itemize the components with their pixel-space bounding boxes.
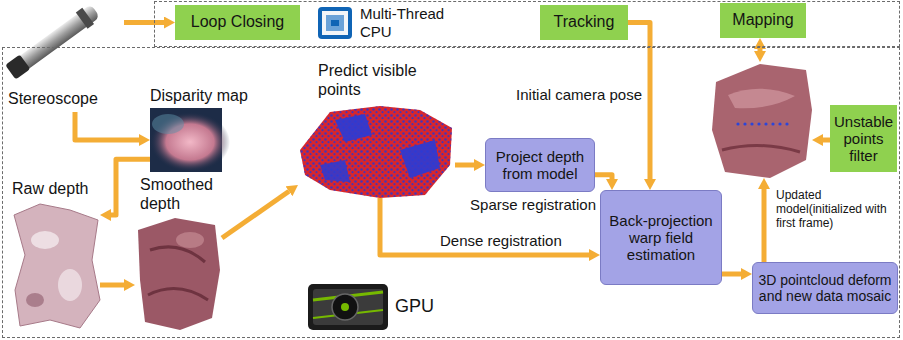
process-box: Mapping — [720, 3, 806, 38]
gpu-hub — [341, 303, 349, 311]
hidden-points — [335, 114, 372, 142]
chip-core — [326, 15, 344, 31]
panel-caption: Raw depth — [12, 180, 112, 199]
flow-arrow — [222, 191, 289, 238]
gpu-body — [308, 284, 388, 330]
image-panel: Smoothed depth — [135, 216, 222, 330]
dot — [743, 122, 746, 125]
visible-points — [300, 106, 452, 198]
panel-caption: Disparity map — [150, 87, 270, 106]
image-panel: Predict visible points — [298, 105, 455, 198]
gpu-icon — [308, 284, 388, 330]
flow-arrow — [823, 138, 830, 143]
dot — [736, 122, 739, 125]
chip-body — [318, 7, 352, 39]
panel-caption: Predict visible points — [318, 62, 430, 100]
depth-patch — [58, 269, 82, 301]
panel-caption: Stereoscope — [8, 90, 118, 109]
dot — [764, 122, 767, 125]
smoothed-depth-image — [138, 218, 220, 330]
flow-arrow — [595, 175, 612, 179]
flow-arrow — [762, 189, 767, 262]
process-box: Tracking — [540, 5, 628, 40]
dot — [757, 122, 760, 125]
flow-arrow — [455, 163, 474, 168]
hidden-points — [320, 160, 350, 182]
flow-arrow — [75, 112, 139, 140]
process-box: Loop Closing — [175, 5, 300, 40]
processing-region: Disparity mapPredict visible pointsProje… — [3, 48, 899, 337]
box-label: Loop Closing — [179, 13, 296, 31]
pointcloud-image — [300, 106, 452, 198]
box-label: Unstable points filter — [834, 113, 893, 165]
box-label: 3D pointcloud deform and new data mosaic — [757, 272, 893, 304]
image-patch — [152, 114, 184, 134]
flow-arrow — [722, 272, 741, 277]
panel-caption: Updated model(initialized with first fra… — [776, 188, 898, 230]
tissue-dots — [736, 122, 788, 125]
flow-arrow — [100, 283, 124, 288]
gpu-fan — [332, 294, 358, 320]
depth-patch — [26, 293, 44, 307]
tissue-fold — [722, 145, 800, 152]
edge-label: Dense registration — [440, 232, 590, 249]
depth-patch — [31, 231, 59, 249]
edge-label: Sparse registration — [456, 196, 596, 213]
region-label: GPU — [395, 296, 455, 317]
flow-arrow — [758, 49, 763, 51]
raw-depth-image — [14, 204, 100, 328]
processing-region: Loop Closing Tracking Mapping Multi-Thread … — [155, 2, 899, 46]
image-panel: Stereoscope — [0, 0, 124, 112]
image-glow — [150, 112, 230, 172]
process-box: Back-projection warp field estimation — [600, 190, 722, 285]
edge-label: Initial camera pose — [502, 86, 642, 103]
image-panel: Raw depth — [10, 200, 100, 330]
dot — [778, 122, 781, 125]
hidden-points — [400, 140, 440, 178]
tissue-surface — [712, 64, 812, 178]
depth-surface — [138, 218, 220, 330]
tissue-model-image — [712, 64, 812, 178]
region-label: Multi-Thread CPU — [360, 5, 452, 40]
process-box: Unstable points filter — [830, 105, 897, 172]
box-label: Back-projection warp field estimation — [605, 212, 717, 264]
box-label: Tracking — [544, 13, 624, 31]
hidden-points — [300, 106, 452, 198]
dot — [771, 122, 774, 125]
box-label: Project depth from model — [490, 148, 590, 183]
depth-surface — [14, 204, 100, 328]
connectors — [75, 23, 830, 286]
gpu-face — [313, 289, 383, 325]
depth-fold — [148, 247, 208, 300]
disparity-image — [150, 108, 230, 172]
process-box: 3D pointcloud deform and new data mosaic — [752, 262, 898, 314]
box-label: Mapping — [724, 11, 802, 29]
scope-ring — [76, 8, 94, 29]
dot — [785, 122, 788, 125]
stereoscope-illustration — [5, 3, 102, 81]
chip-mark — [331, 20, 339, 26]
flow-arrow — [124, 20, 164, 25]
chip-face — [322, 11, 348, 35]
panel-caption: Smoothed depth — [140, 176, 222, 214]
cpu-icon — [318, 7, 352, 39]
depth-highlight — [176, 232, 204, 248]
scope-tip — [5, 54, 30, 79]
image-panel: Disparity map — [150, 108, 222, 172]
tissue-highlight — [728, 89, 795, 109]
process-box: Project depth from model — [485, 138, 595, 192]
image-panel: Updated model(initialized with first fra… — [712, 62, 812, 178]
dot — [750, 122, 753, 125]
